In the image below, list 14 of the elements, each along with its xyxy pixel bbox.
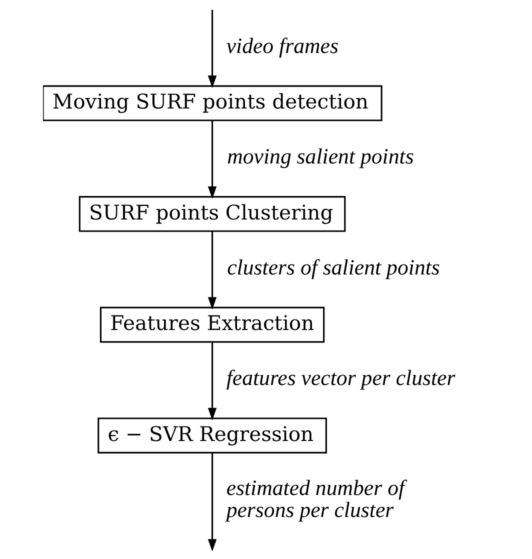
node-box: SURF points Clustering [78, 196, 346, 232]
arrow [207, 231, 216, 310]
arrow [207, 452, 216, 551]
edge-label: moving salient points [226, 144, 414, 169]
node-box: Moving SURF points detection [42, 85, 382, 122]
edge-label: video frames [226, 34, 338, 58]
edge-label: clusters of salient points [226, 255, 440, 280]
arrow [207, 342, 216, 420]
edge-label: features vector per cluster [226, 366, 455, 390]
arrow [207, 120, 216, 199]
arrow [207, 10, 216, 88]
node-box: ϵ − SVR Regression [97, 418, 326, 454]
node-box: Features Extraction [99, 306, 324, 343]
edge-label: estimated number of persons per cluster [226, 476, 404, 522]
